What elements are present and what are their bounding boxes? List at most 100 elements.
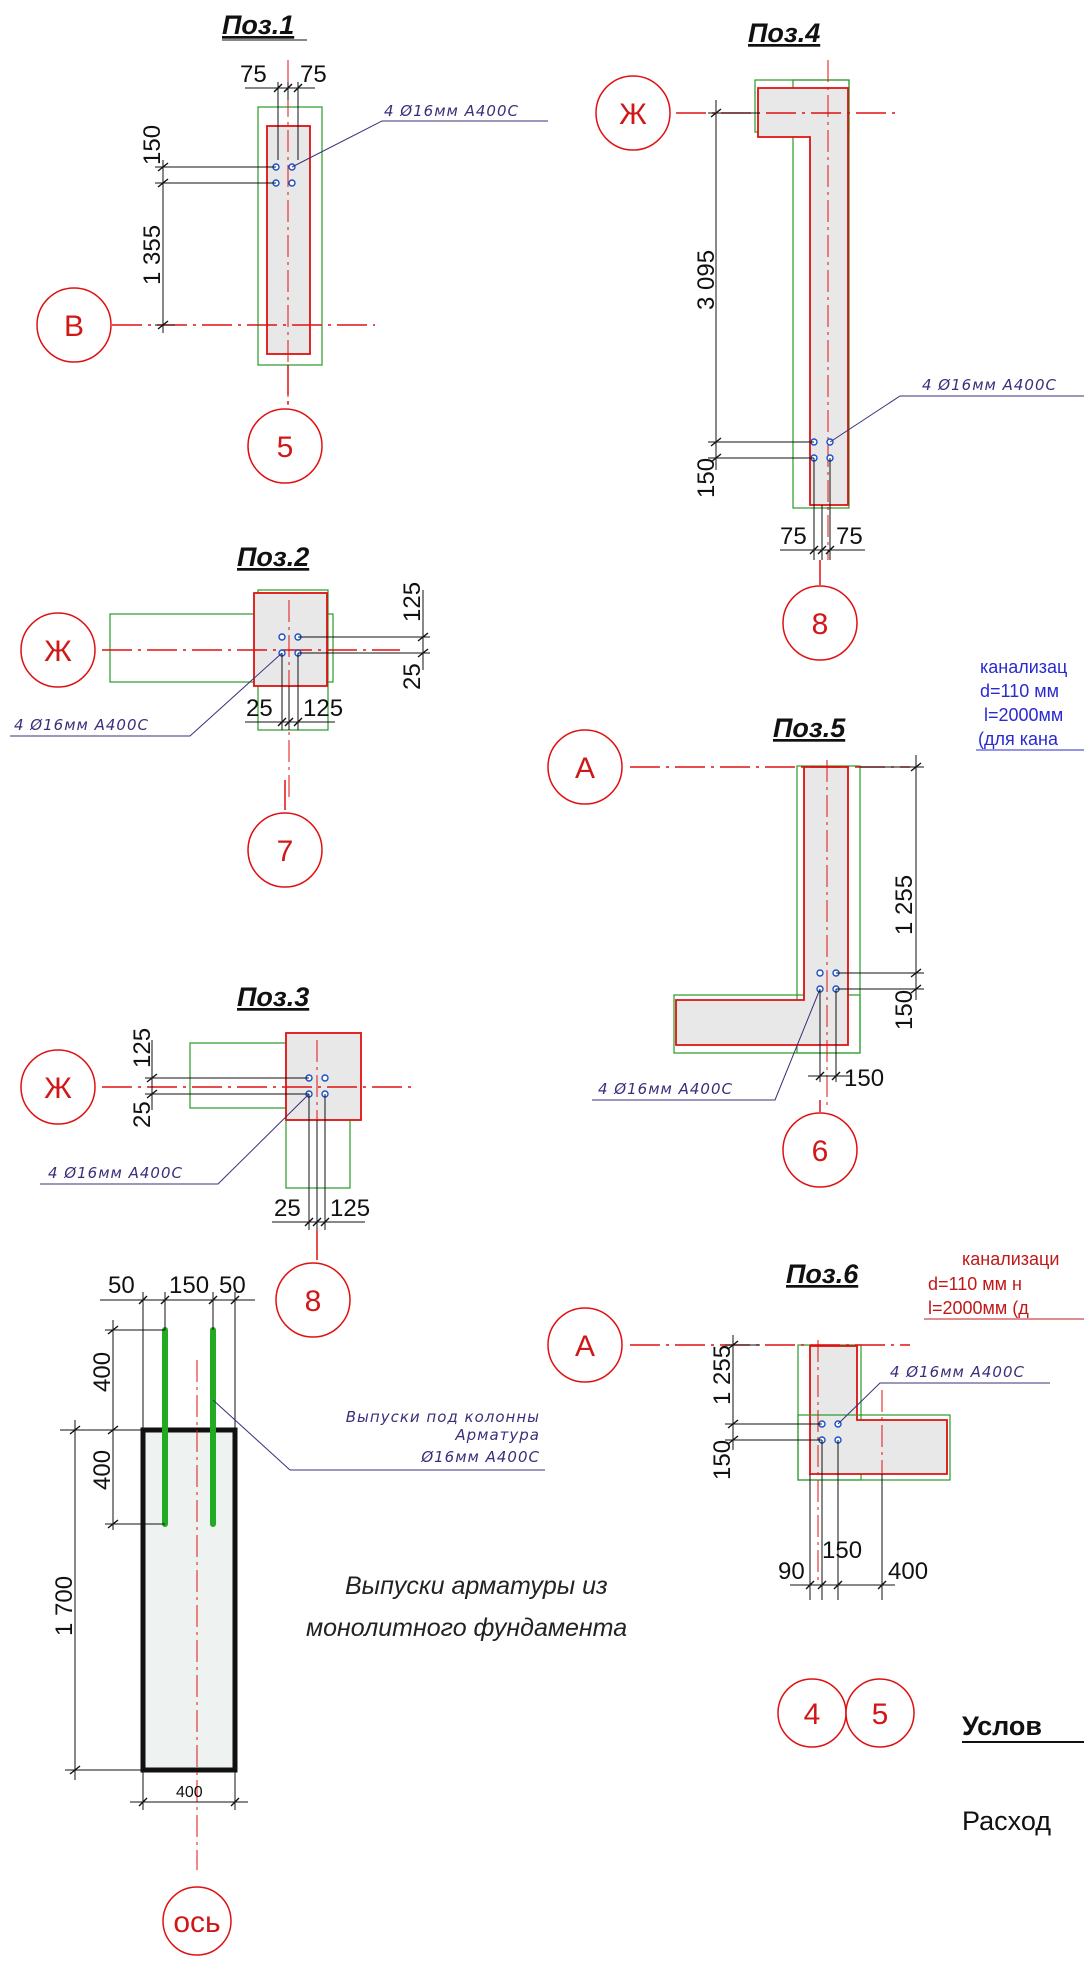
formwork-outline [257,106,323,366]
concrete-section [757,87,849,506]
dim-75-left: 75 [240,61,267,88]
axis-marker-Zh [20,1049,96,1125]
axis-label-os: ось [173,1906,220,1939]
dim-150: 150 [139,125,166,165]
dim-1255: 1 255 [709,1345,736,1405]
axis-label-Zh: Ж [44,1072,72,1105]
title-poz6: Поз.6 [786,1259,859,1289]
axis-marker-A [547,729,623,805]
concrete-section [675,766,849,1046]
dim-25: 25 [399,663,426,690]
axis-label-8: 8 [305,1285,322,1318]
detail-poz6: Поз.6 1 255 150 90 150 400 [547,1259,1050,1748]
axis-label-8: 8 [812,608,829,641]
dim-150: 150 [891,990,918,1030]
note-blue-line1: канализац [980,657,1067,677]
title-poz4: Поз.4 [748,18,820,48]
dim-125: 125 [330,1195,370,1222]
axis-label-Zh: Ж [44,635,72,668]
axis-label-V: В [64,310,84,343]
legend-row: Расход [962,1806,1051,1836]
note-red-line2: d=110 мм н [928,1274,1022,1294]
detail-poz2: Поз.2 125 25 25 125 4 Ø16мм А400С Ж [10,542,430,888]
axis-marker-7 [247,812,323,888]
pipe-notes: канализац d=110 мм l=2000мм (для кана ка… [924,657,1084,1320]
dim-75-right: 75 [836,523,863,550]
formwork-outline [797,1414,951,1481]
dim-25: 25 [274,1195,301,1222]
detail-rebar-outlets: 50 150 50 400 400 1 700 400 Выпуски под … [51,1272,627,1956]
rebar-dot [321,1074,329,1082]
rebar-label-poz1: 4 Ø16мм А400С [384,102,519,120]
dim-75-right: 75 [300,61,327,88]
rebar-label-poz6: 4 Ø16мм А400С [890,1363,1025,1381]
dim-150: 150 [709,1440,736,1480]
detail-poz4: Поз.4 3 095 150 75 75 4 Ø16мм А400С [595,18,1084,661]
dim-75-left: 75 [780,523,807,550]
rebar-dot [288,179,296,187]
dim-400: 400 [888,1558,928,1585]
legend-block: Услов Расход [962,1711,1084,1836]
axis-marker-6 [782,1112,858,1188]
axis-marker-os [162,1886,232,1956]
legend-title: Услов [962,1711,1042,1741]
axis-marker-Zh [20,612,96,688]
formwork-outline [109,613,334,683]
concrete-section [253,592,328,687]
axis-marker-A [547,1307,623,1383]
formwork-outline [673,994,861,1054]
caption-line1: Выпуски арматуры из [345,1572,608,1600]
axis-label-A: А [575,1330,595,1363]
title-poz1: Поз.1 [222,10,294,40]
axis-marker-8 [782,585,858,661]
dim-150: 150 [844,1065,884,1092]
dim-150: 150 [822,1537,862,1564]
note-blue-line2: d=110 мм [980,681,1059,701]
detail-poz1: Поз.1 75 75 150 1 355 4 Ø16мм А400С [36,10,548,484]
detail-poz3: Поз.3 125 25 25 125 4 Ø16мм А400С Ж [20,982,415,1338]
axis-label-5: 5 [872,1698,889,1731]
dim-50-right: 50 [219,1272,246,1299]
dim-125: 125 [129,1028,156,1068]
outlets-label-line2: Арматура [454,1426,540,1444]
note-blue-line3: l=2000мм [984,705,1063,725]
dim-150: 150 [169,1272,209,1299]
dim-1255: 1 255 [891,875,918,935]
detail-poz5: Поз.5 1 255 150 150 4 Ø16мм А400С А [547,713,924,1188]
title-poz5: Поз.5 [773,713,846,743]
axis-label-4: 4 [804,1698,821,1731]
axis-marker-V [36,287,112,363]
dim-400: 400 [89,1352,116,1392]
title-poz2: Поз.2 [237,542,309,572]
dim-3095: 3 095 [693,250,720,310]
dim-125: 125 [303,695,343,722]
dim-1355: 1 355 [139,225,166,285]
rebar-label-poz5: 4 Ø16мм А400С [598,1080,733,1098]
dim-90: 90 [778,1558,805,1585]
axis-marker-Zh [595,75,671,151]
title-poz3: Поз.3 [237,982,309,1012]
axis-label-6: 6 [812,1135,829,1168]
rebar-label-poz4: 4 Ø16мм А400С [922,376,1057,394]
dim-50-left: 50 [108,1272,135,1299]
axis-marker-5 [845,1678,915,1748]
rebar-dot [816,969,824,977]
dim-125: 125 [399,582,426,622]
dim-400: 400 [176,1784,203,1801]
pier-section [140,1427,238,1773]
note-blue-line4: (для кана [978,729,1059,749]
axis-label-5: 5 [277,431,294,464]
outlets-label-line3: Ø16мм А400С [420,1448,540,1466]
rebar-label-poz2: 4 Ø16мм А400С [14,716,149,734]
rebar-label-poz3: 4 Ø16мм А400С [48,1164,183,1182]
dim-150: 150 [693,458,720,498]
note-red-line3: l=2000мм (д [928,1298,1029,1318]
note-red-line1: канализаци [962,1249,1059,1269]
axis-label-A: А [575,752,595,785]
axis-marker-8 [275,1262,351,1338]
axis-marker-5 [247,408,323,484]
dim-25: 25 [246,695,273,722]
caption-line2: монолитного фундамента [306,1614,627,1642]
dim-400: 400 [89,1450,116,1490]
